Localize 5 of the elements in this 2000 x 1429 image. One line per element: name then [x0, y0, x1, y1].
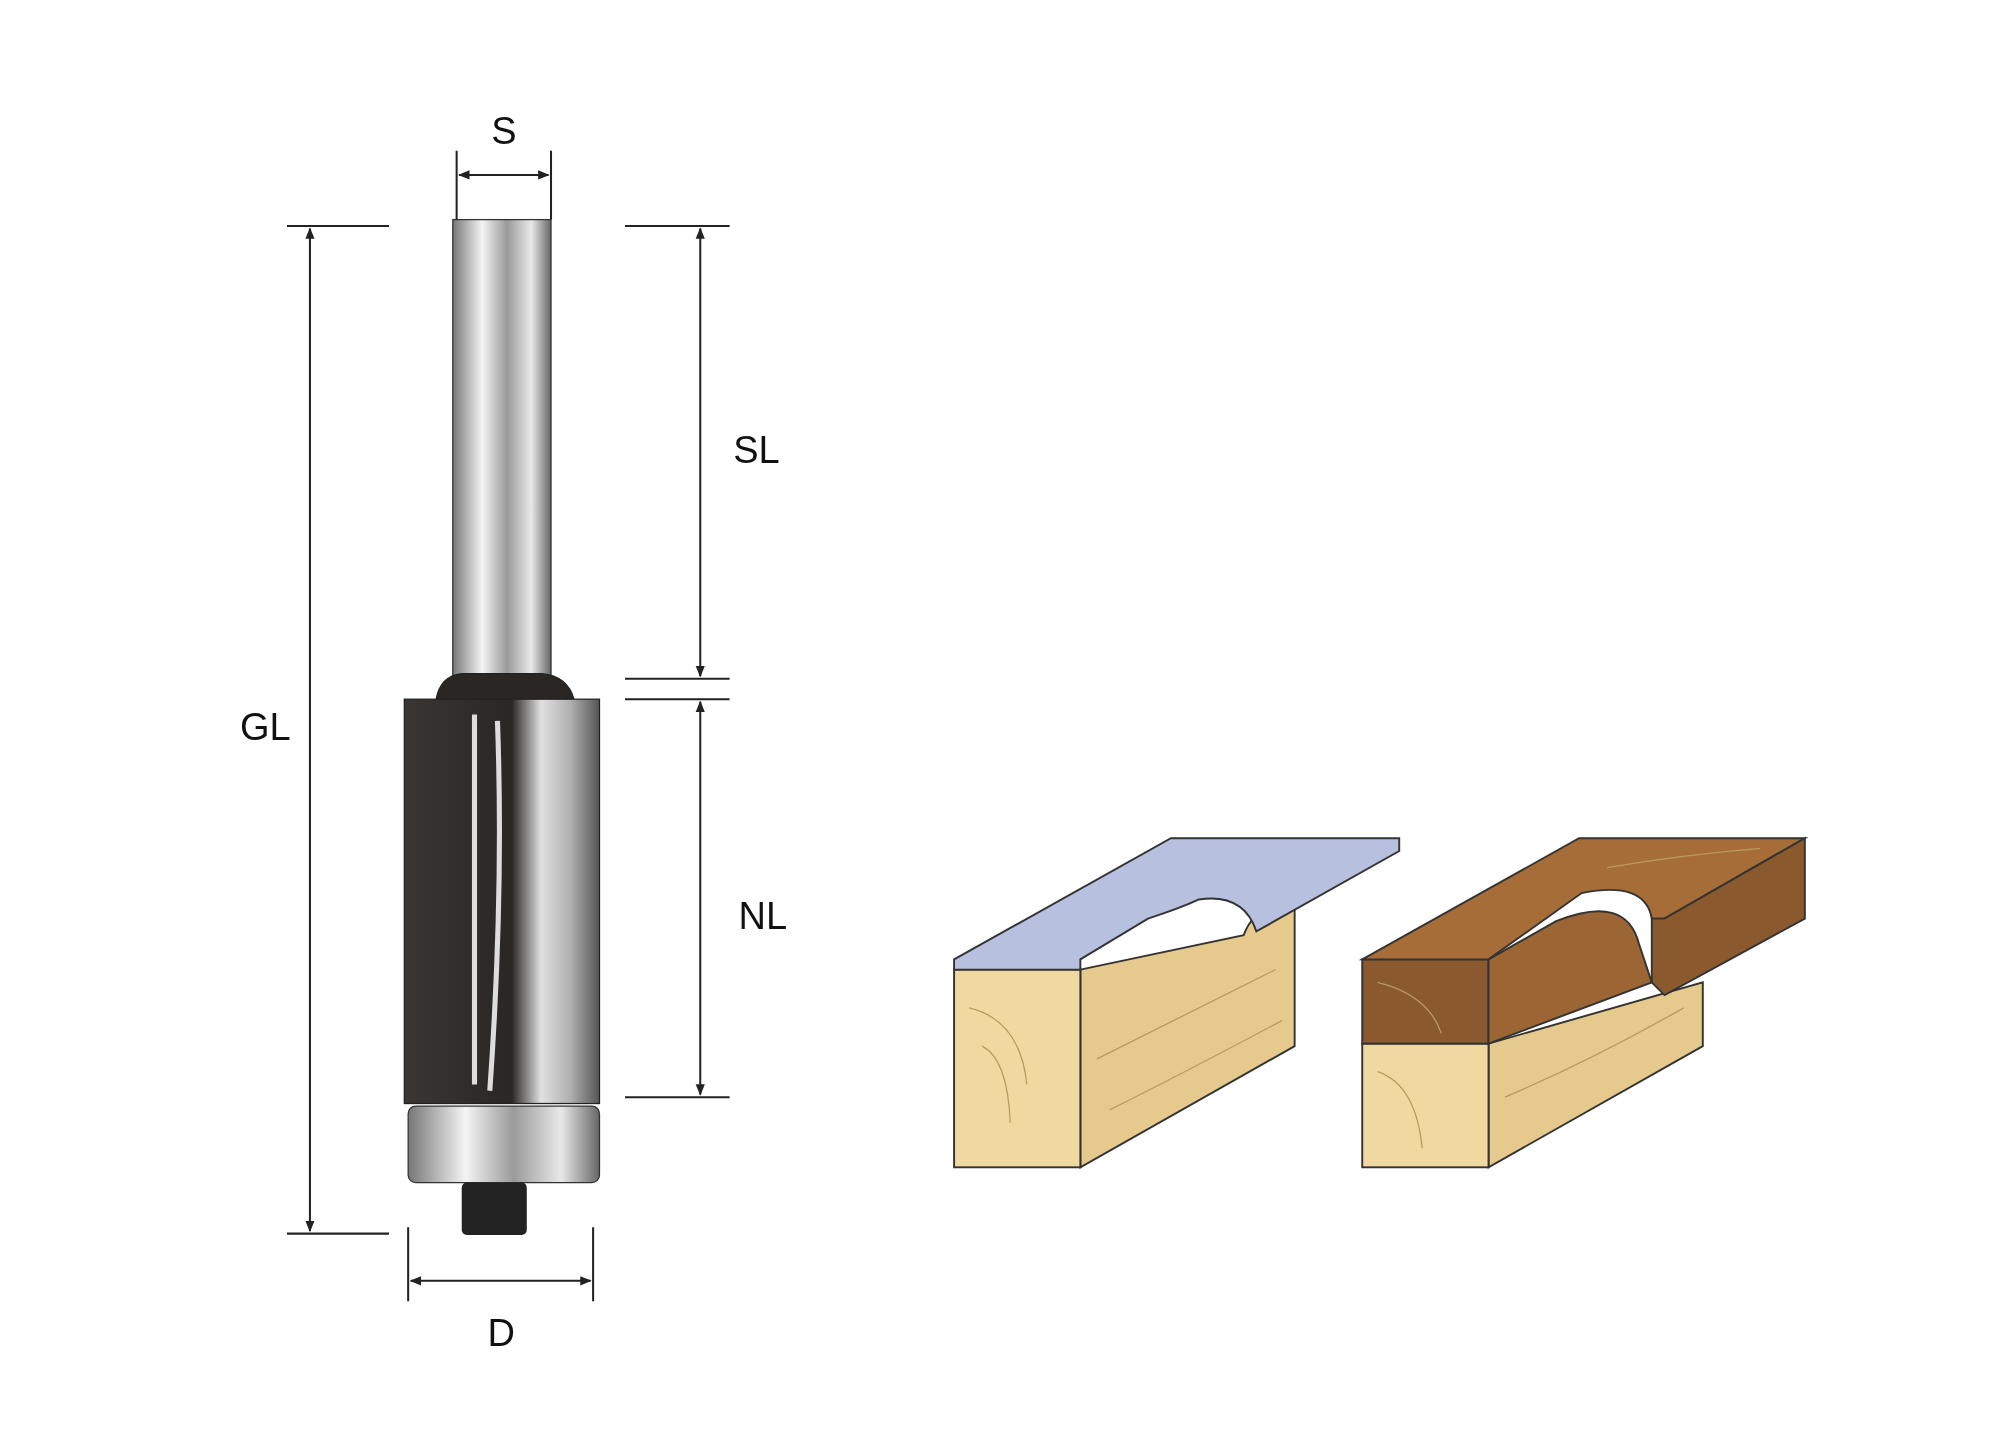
dimension-label: GL: [239, 708, 291, 747]
dimension-label: D: [487, 1313, 515, 1352]
dimension-label: NL: [738, 896, 788, 935]
dimension-label: S: [491, 112, 517, 151]
dimension-label: SL: [733, 431, 780, 470]
